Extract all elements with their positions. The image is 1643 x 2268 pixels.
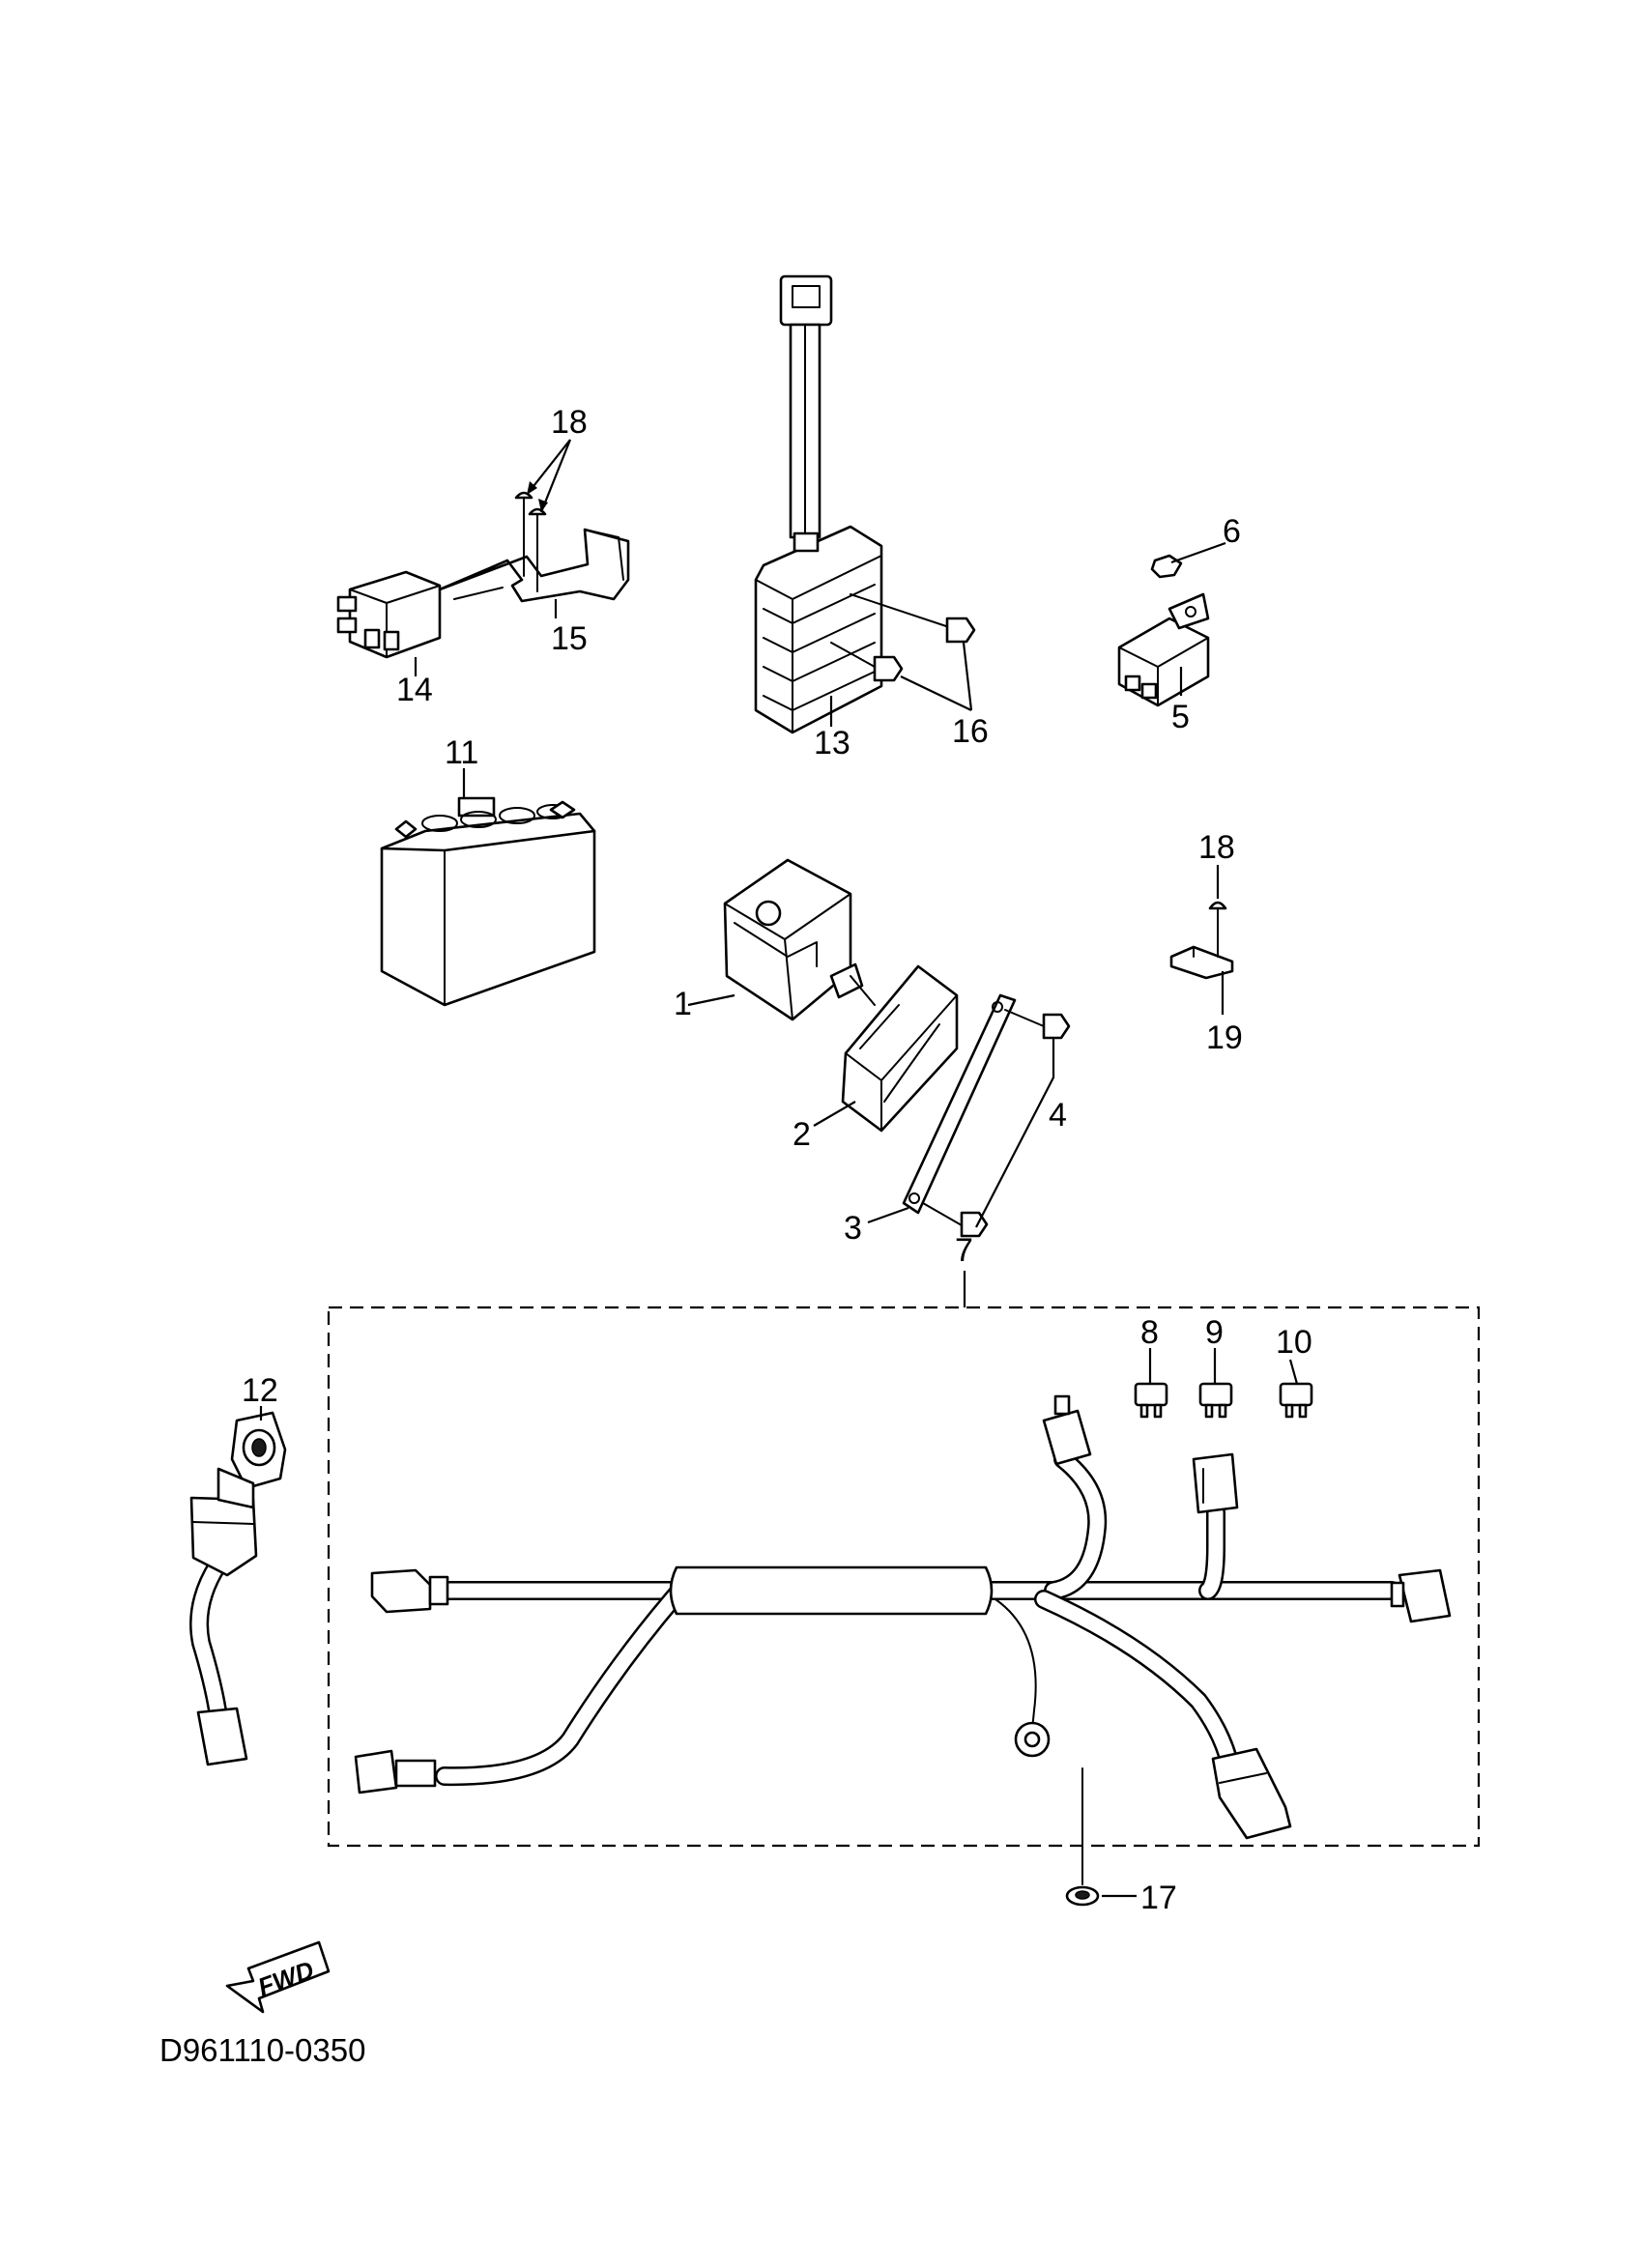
callout-10: 10 bbox=[1276, 1324, 1312, 1361]
part-16-bolts bbox=[830, 593, 976, 682]
callout-9: 9 bbox=[1205, 1314, 1224, 1351]
part-6-nut bbox=[1150, 554, 1183, 579]
part-19-bracket bbox=[1169, 945, 1234, 980]
callout-11: 11 bbox=[445, 734, 478, 771]
callout-8: 8 bbox=[1140, 1314, 1159, 1351]
fwd-arrow-icon: FWD bbox=[225, 1940, 331, 2014]
part-15-bracket bbox=[438, 528, 630, 603]
part-2-holder bbox=[841, 964, 959, 1133]
callout-14: 14 bbox=[396, 672, 433, 708]
callout-2: 2 bbox=[793, 1116, 811, 1153]
part-13-rectifier bbox=[754, 274, 883, 734]
part-10-fuse bbox=[1279, 1382, 1313, 1419]
part-8-fuse bbox=[1134, 1382, 1168, 1419]
callout-16: 16 bbox=[952, 713, 989, 750]
callout-7: 7 bbox=[955, 1232, 973, 1269]
part-12-main-switch bbox=[189, 1411, 287, 1766]
part-11-battery bbox=[380, 796, 596, 1007]
callout-6: 6 bbox=[1223, 513, 1241, 550]
callout-12: 12 bbox=[242, 1372, 278, 1409]
callout-3: 3 bbox=[844, 1210, 862, 1247]
part-1-unit bbox=[723, 858, 864, 1021]
part-18-screw-right bbox=[1208, 901, 1227, 958]
part-3-plate bbox=[902, 993, 1017, 1215]
part-9-fuse bbox=[1198, 1382, 1233, 1419]
callout-1: 1 bbox=[674, 986, 692, 1022]
callout-17: 17 bbox=[1140, 1880, 1177, 1916]
part-17-washer bbox=[1065, 1885, 1100, 1907]
harness-kit-boundary bbox=[327, 1306, 1481, 1848]
callout-5: 5 bbox=[1171, 699, 1190, 735]
callout-13: 13 bbox=[814, 725, 850, 761]
diagram-code: D961110-0350 bbox=[159, 2032, 365, 2068]
part-14-relay bbox=[336, 570, 442, 659]
part-7-wire-harness bbox=[354, 1394, 1452, 1840]
part-5-relay bbox=[1117, 592, 1210, 707]
callout-15: 15 bbox=[551, 620, 588, 657]
callout-18-top: 18 bbox=[551, 404, 588, 441]
callout-4: 4 bbox=[1049, 1097, 1067, 1134]
callout-19: 19 bbox=[1206, 1019, 1243, 1056]
callout-18-right: 18 bbox=[1198, 829, 1235, 866]
